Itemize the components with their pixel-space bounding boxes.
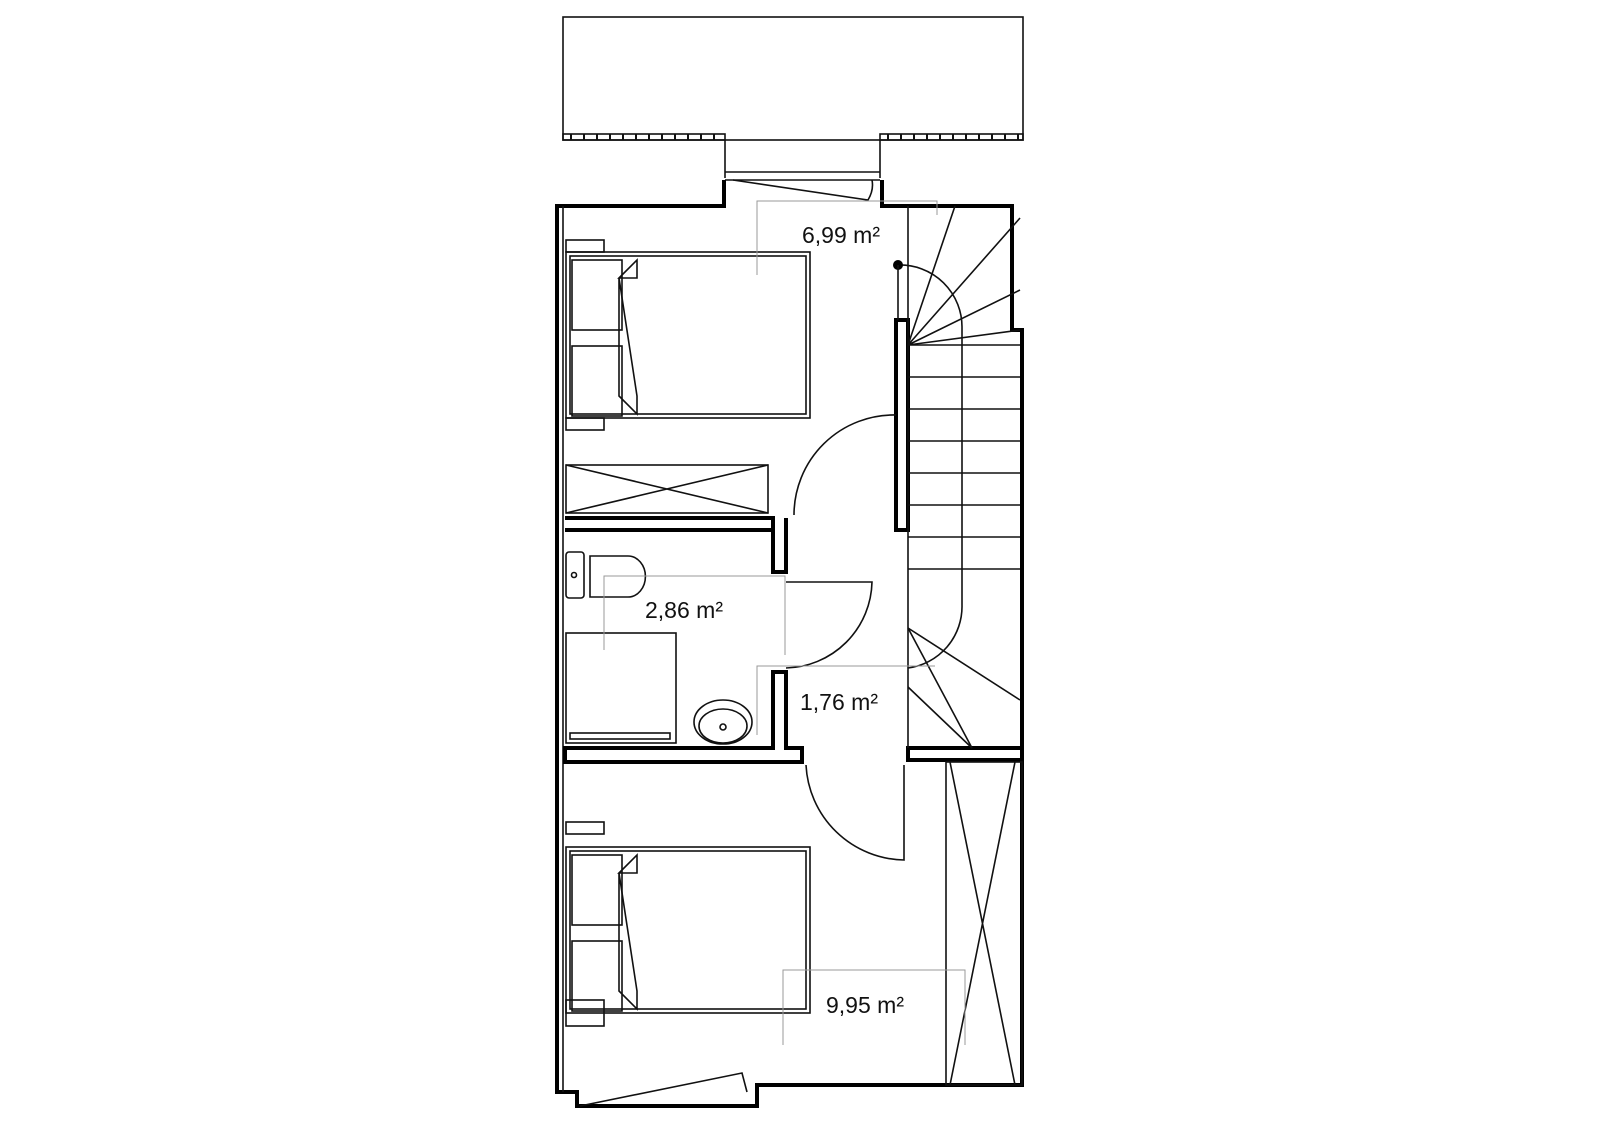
railing-bar	[879, 133, 1024, 141]
wardrobe-1	[565, 464, 769, 514]
shower	[565, 632, 677, 744]
staircase	[893, 205, 1021, 749]
room-area-bedroom-2: 9,95 m²	[826, 992, 904, 1018]
bedroom-2-door	[805, 764, 905, 861]
room-area-bedroom-1: 6,99 m²	[802, 222, 880, 248]
area-guides	[603, 200, 966, 1045]
railing-bar	[562, 133, 726, 141]
bed-1	[565, 239, 811, 431]
interior-walls	[563, 318, 1024, 764]
balcony-railing	[562, 133, 1024, 141]
balcony	[562, 16, 1024, 141]
bathroom-door	[785, 581, 873, 669]
bedroom-1-door	[793, 414, 897, 516]
bedroom-2-window	[579, 1072, 748, 1107]
bed-2	[565, 821, 811, 1027]
toilet	[565, 551, 647, 599]
room-area-hallway: 1,76 m²	[800, 689, 878, 715]
room-area-bathroom: 2,86 m²	[645, 597, 723, 623]
sink	[693, 699, 753, 745]
balcony-door	[724, 140, 881, 201]
exterior-walls	[555, 180, 1024, 1108]
wardrobe-2	[945, 761, 1023, 1086]
